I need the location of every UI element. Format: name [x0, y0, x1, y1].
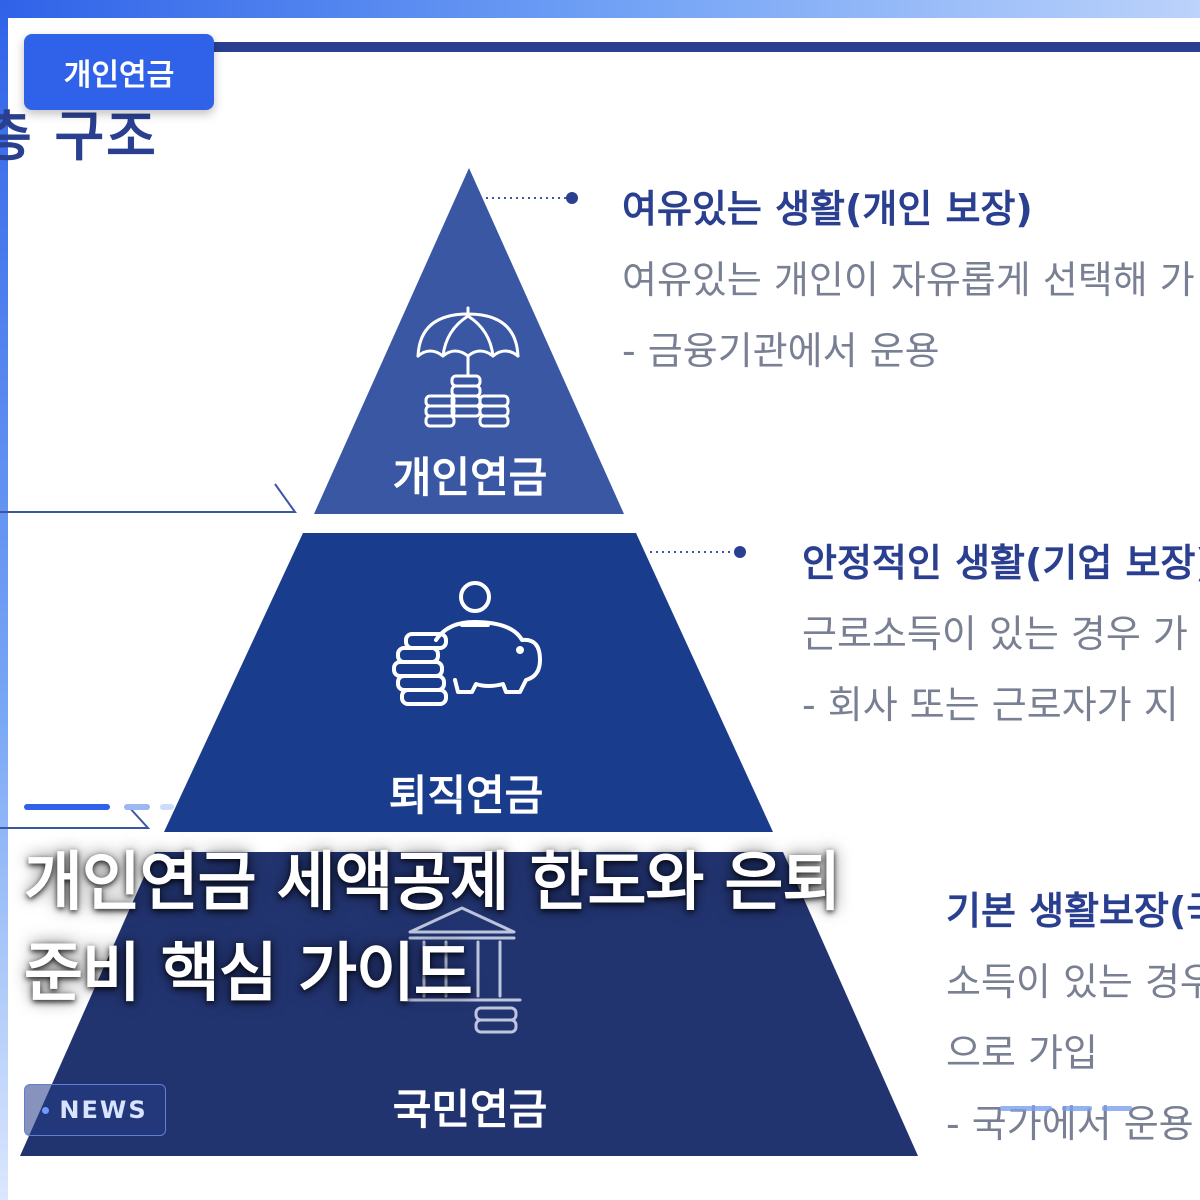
left-accent-edge — [0, 0, 8, 1200]
leader-lines — [486, 197, 734, 553]
headline-line-2: 준비 핵심 가이드 — [24, 936, 473, 1011]
dot-icon — [42, 1106, 50, 1114]
tier-bottom-shape — [20, 852, 918, 1156]
description-title: 안정적인 생활(기업 보장) — [802, 541, 1200, 585]
description-line: 소득이 있는 경우 — [946, 960, 1200, 1004]
leader-dot-middle — [734, 546, 746, 558]
description-personal: 여유있는 생활(개인 보장) 여유있는 개인이 자유롭게 선택해 가 - 금융기… — [622, 178, 1195, 375]
description-title: 기본 생활보장(국 — [946, 889, 1200, 933]
section-heading-fragment: 층 구조 — [0, 105, 158, 168]
decorative-dash — [1062, 1106, 1092, 1111]
accent-bar-secondary — [124, 804, 150, 810]
description-retirement: 안정적인 생활(기업 보장) 근로소득이 있는 경우 가 - 회사 또는 근로자… — [802, 532, 1200, 729]
title-underline — [170, 42, 1200, 52]
category-badge[interactable]: 개인연금 — [24, 34, 214, 110]
description-line: - 금융기관에서 운용 — [622, 329, 940, 373]
accent-bar-tertiary — [160, 804, 174, 810]
tier-label-personal: 개인연금 — [392, 453, 548, 502]
article-headline[interactable]: 개인연금 세액공제 한도와 은퇴 준비 핵심 가이드 — [24, 838, 841, 1020]
tier-top-shape — [314, 168, 624, 514]
leader-dot-top — [566, 192, 578, 204]
top-gradient-band — [0, 0, 1200, 18]
news-tag-label: NEWS — [59, 1096, 148, 1124]
tier-label-national: 국민연금 — [392, 1085, 548, 1134]
description-line: 근로소득이 있는 경우 가 — [802, 612, 1188, 656]
headline-line-1: 개인연금 세액공제 한도와 은퇴 — [24, 846, 841, 920]
decorative-dash — [1102, 1106, 1132, 1111]
accent-bar-primary — [24, 804, 110, 810]
description-line: 여유있는 개인이 자유롭게 선택해 가 — [622, 258, 1195, 302]
bank-building-icon — [402, 906, 522, 1034]
news-tag: NEWS — [24, 1084, 166, 1136]
description-line: 으로 가입 — [946, 1031, 1098, 1075]
description-line: - 국가에서 운용 — [946, 1102, 1194, 1146]
tier-middle-shape — [164, 533, 773, 832]
description-national: 기본 생활보장(국 소득이 있는 경우 으로 가입 - 국가에서 운용 — [946, 880, 1200, 1148]
piggy-bank-coins-icon — [392, 581, 542, 706]
description-title: 여유있는 생활(개인 보장) — [622, 187, 1033, 231]
description-line: - 회사 또는 근로자가 지 — [802, 683, 1179, 727]
tier-label-retirement: 퇴직연금 — [388, 771, 544, 820]
decorative-dash — [1000, 1106, 1052, 1111]
left-connector-lines — [0, 483, 297, 829]
umbrella-coins-icon — [416, 306, 520, 428]
